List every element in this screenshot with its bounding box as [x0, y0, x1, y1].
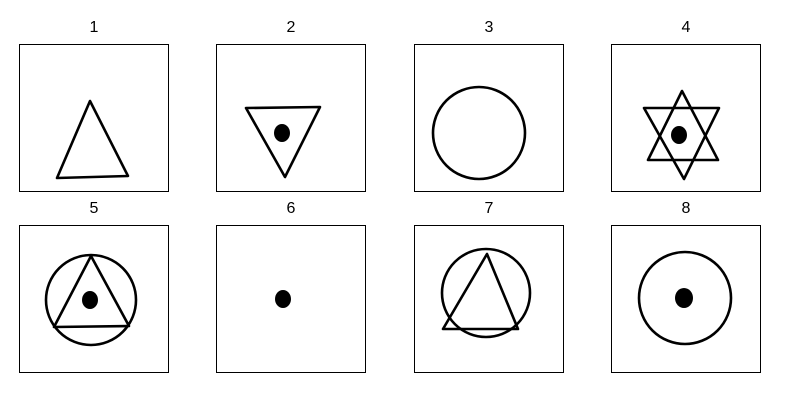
panel-8: 8 — [611, 199, 761, 373]
circle-icon — [431, 85, 527, 181]
panel-2: 2 — [216, 18, 366, 192]
circle-icon — [440, 247, 532, 339]
panel-7-figure — [440, 247, 532, 339]
panel-7-number: 7 — [484, 200, 494, 217]
panel-1-box — [19, 44, 169, 192]
panel-5-number: 5 — [89, 200, 99, 217]
circle-icon — [637, 250, 733, 346]
dot-icon — [82, 291, 98, 309]
panel-4: 4 — [611, 18, 761, 192]
panel-4-number: 4 — [681, 19, 691, 36]
panel-5-figure — [44, 253, 138, 347]
panel-6-number: 6 — [286, 200, 296, 217]
panel-3-box — [414, 44, 564, 192]
panel-1-number: 1 — [89, 19, 99, 36]
triangle-up-icon — [441, 252, 520, 331]
panel-3: 3 — [414, 18, 564, 192]
dot-icon — [275, 290, 291, 308]
triangle-down-icon — [244, 105, 322, 179]
panel-6: 6 — [216, 199, 366, 373]
triangle-up-icon — [52, 254, 131, 329]
panel-1-figure — [55, 99, 130, 180]
panel-2-number: 2 — [286, 19, 296, 36]
hexagram-down-triangle-icon — [642, 106, 721, 181]
hexagram-up-triangle-icon — [646, 89, 720, 162]
panel-3-figure — [431, 85, 527, 181]
panel-2-box — [216, 44, 366, 192]
panel-7: 7 — [414, 199, 564, 373]
dot-icon — [671, 126, 687, 144]
panel-7-box — [414, 225, 564, 373]
panel-8-figure — [637, 250, 733, 346]
dot-icon — [675, 288, 693, 308]
panel-5: 5 — [19, 199, 169, 373]
panel-6-box — [216, 225, 366, 373]
triangle-up-icon — [55, 99, 130, 180]
panel-8-box — [611, 225, 761, 373]
panel-4-figure — [642, 89, 721, 181]
panel-1: 1 — [19, 18, 169, 192]
panel-8-number: 8 — [681, 200, 691, 217]
panel-5-box — [19, 225, 169, 373]
dot-icon — [274, 124, 290, 142]
panel-6-figure — [275, 290, 291, 308]
panel-2-figure — [244, 105, 322, 179]
panel-3-number: 3 — [484, 19, 494, 36]
panel-4-box — [611, 44, 761, 192]
